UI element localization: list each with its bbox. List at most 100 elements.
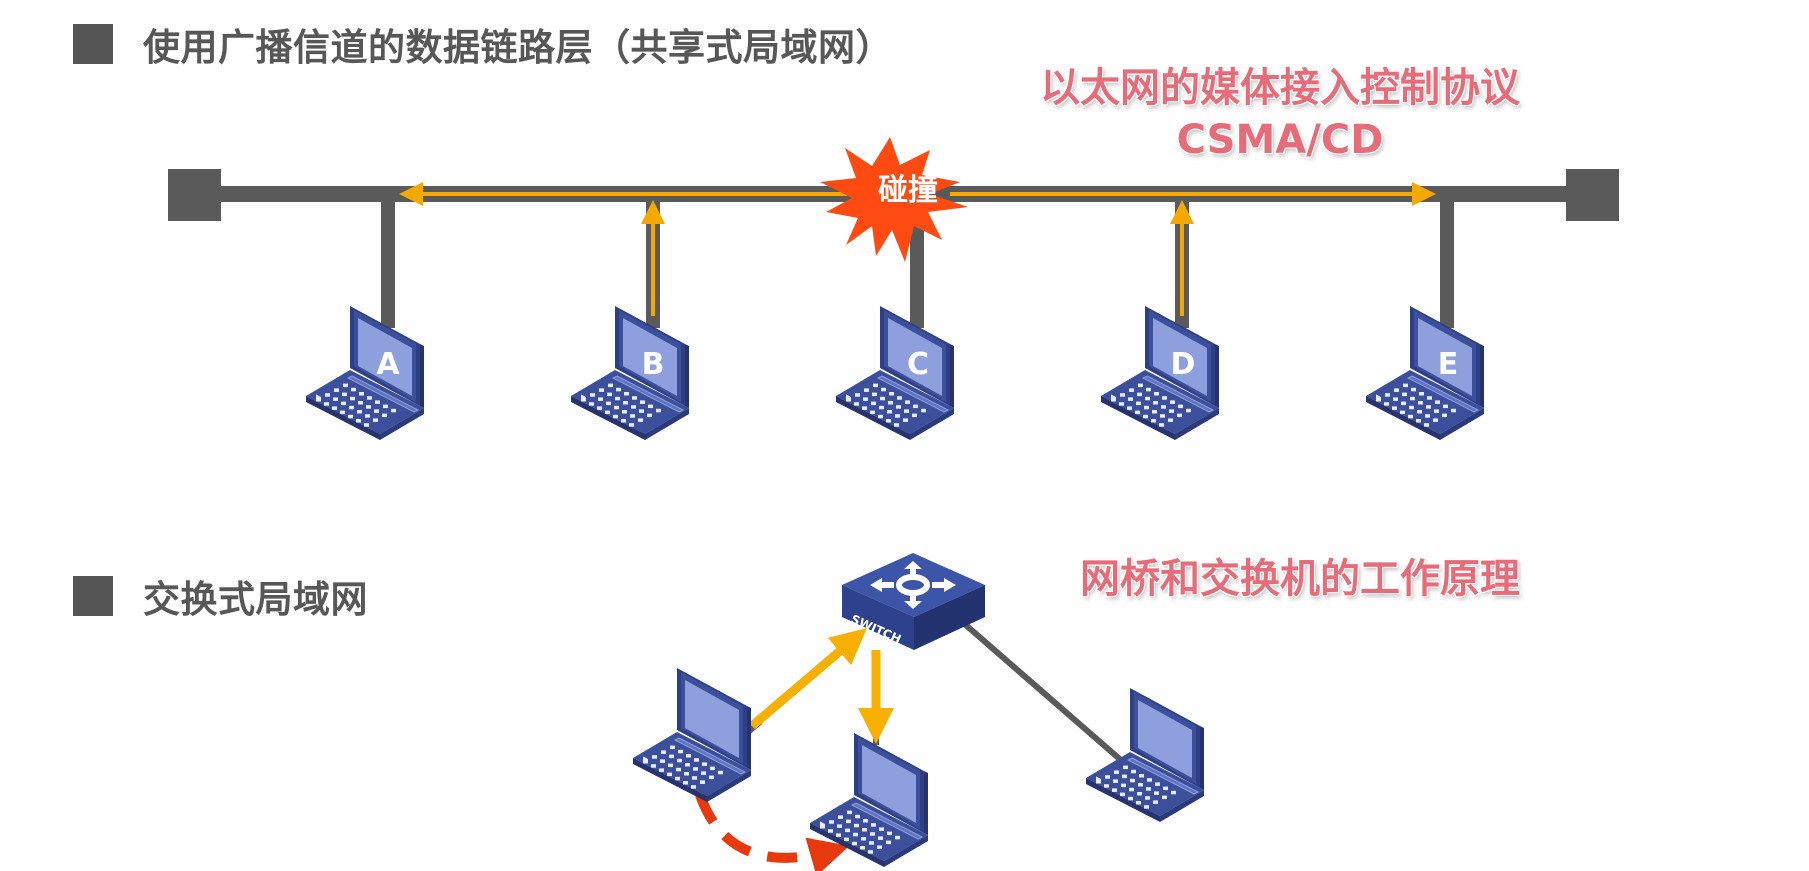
switched-host-right[interactable] (1085, 687, 1205, 823)
keyboard-key (629, 423, 634, 427)
keyboard-key (1143, 414, 1148, 419)
keyboard-key (382, 413, 387, 418)
keyboard-key (373, 418, 378, 422)
keyboard-key (1146, 787, 1151, 791)
keyboard-key (1385, 393, 1390, 397)
keyboard-key (652, 755, 657, 759)
keyboard-key (1151, 419, 1156, 423)
keyboard-key (863, 397, 868, 401)
keyboard-key (1153, 401, 1158, 405)
keyboard-key (1128, 397, 1133, 401)
keyboard-key (1162, 795, 1167, 800)
keyboard-key (334, 388, 339, 392)
keyboard-key (1147, 778, 1152, 782)
host-b[interactable]: B (570, 305, 690, 441)
keyboard-key (678, 749, 683, 754)
keyboard-key (599, 388, 604, 392)
host-e[interactable]: E (1365, 305, 1485, 441)
keyboard-key (614, 405, 619, 410)
keyboard-key (1401, 401, 1406, 406)
bullet-square-icon (73, 24, 113, 64)
keyboard-key (889, 392, 894, 396)
keyboard-key (1393, 397, 1398, 401)
keyboard-key (718, 770, 723, 775)
frame-arrow-to-switch (749, 628, 867, 730)
keyboard-key (854, 402, 859, 406)
host-c[interactable]: C (835, 305, 955, 441)
keyboard-key (1136, 801, 1141, 805)
keyboard-key (1135, 410, 1140, 415)
keyboard-key (1112, 788, 1117, 792)
keyboard-key (383, 404, 388, 409)
keyboard-key (1104, 784, 1109, 788)
cable-switch-to-right-host (958, 617, 1132, 771)
keyboard-key (630, 414, 635, 418)
host-d[interactable]: D (1100, 305, 1220, 441)
host-e-label: E (1438, 347, 1459, 382)
keyboard-key (325, 393, 330, 397)
keyboard-key (365, 414, 370, 418)
keyboard-key (589, 402, 594, 406)
bus-terminator-left (168, 169, 221, 221)
switched-host-left[interactable] (632, 667, 752, 803)
keyboard-key (356, 419, 361, 423)
keyboard-key (615, 396, 620, 401)
keyboard-key (343, 383, 348, 388)
keyboard-key (1409, 405, 1414, 410)
keyboard-key (316, 398, 321, 402)
keyboard-key (621, 419, 626, 423)
keyboard-key (862, 828, 867, 832)
keyboard-key (1154, 791, 1159, 795)
keyboard-key (685, 763, 690, 767)
keyboard-key (608, 383, 613, 388)
keyboard-key (1178, 404, 1183, 409)
keyboard-key (1114, 770, 1119, 774)
keyboard-key (683, 781, 688, 785)
keyboard-key (913, 404, 918, 409)
keyboard-key (622, 410, 627, 414)
keyboard-key (1127, 406, 1132, 410)
keyboard-key (1145, 396, 1150, 401)
keyboard-key (852, 841, 857, 846)
keyboard-key (606, 401, 611, 406)
keyboard-key (845, 828, 850, 833)
keyboard-key (1392, 406, 1397, 410)
keyboard-key (340, 410, 345, 415)
keyboard-key (1144, 805, 1149, 809)
keyboard-key (598, 397, 603, 401)
host-a[interactable]: A (305, 305, 425, 441)
host-c-label: C (907, 347, 929, 382)
keyboard-key (854, 823, 859, 828)
keyboard-key (1451, 408, 1456, 413)
collision-label: 碰撞 (878, 173, 938, 208)
keyboard-key (1403, 383, 1408, 388)
keyboard-key (912, 413, 917, 418)
keyboard-key (702, 762, 707, 766)
keyboard-key (897, 396, 902, 400)
keyboard-key (342, 392, 347, 397)
keyboard-key (863, 819, 868, 823)
keyboard-key (597, 406, 602, 410)
keyboard-key (659, 768, 664, 772)
keyboard-key (872, 392, 877, 397)
keyboard-key (895, 414, 900, 418)
keyboard-key (351, 387, 356, 392)
keyboard-key (701, 771, 706, 775)
csma-cd-caption: 以太网的媒体接入控制协议 CSMA/CD (1020, 62, 1540, 166)
host-b-label: B (642, 347, 665, 382)
keyboard-key (871, 823, 876, 827)
keyboard-key (886, 419, 891, 423)
keyboard-key (1139, 774, 1144, 778)
keyboard-key (631, 405, 636, 409)
switch-device[interactable]: SWITCH (842, 553, 985, 650)
keyboard-key (1426, 405, 1431, 409)
keyboard-key (838, 815, 843, 819)
keyboard-key (364, 423, 369, 427)
section-heading-broadcast: 使用广播信道的数据链路层（共享式局域网） (73, 17, 893, 71)
keyboard-key (616, 387, 621, 392)
switched-host-middle[interactable] (809, 732, 929, 868)
keyboard-key (359, 392, 364, 396)
keyboard-key (1119, 402, 1124, 406)
keyboard-key (1427, 396, 1432, 400)
